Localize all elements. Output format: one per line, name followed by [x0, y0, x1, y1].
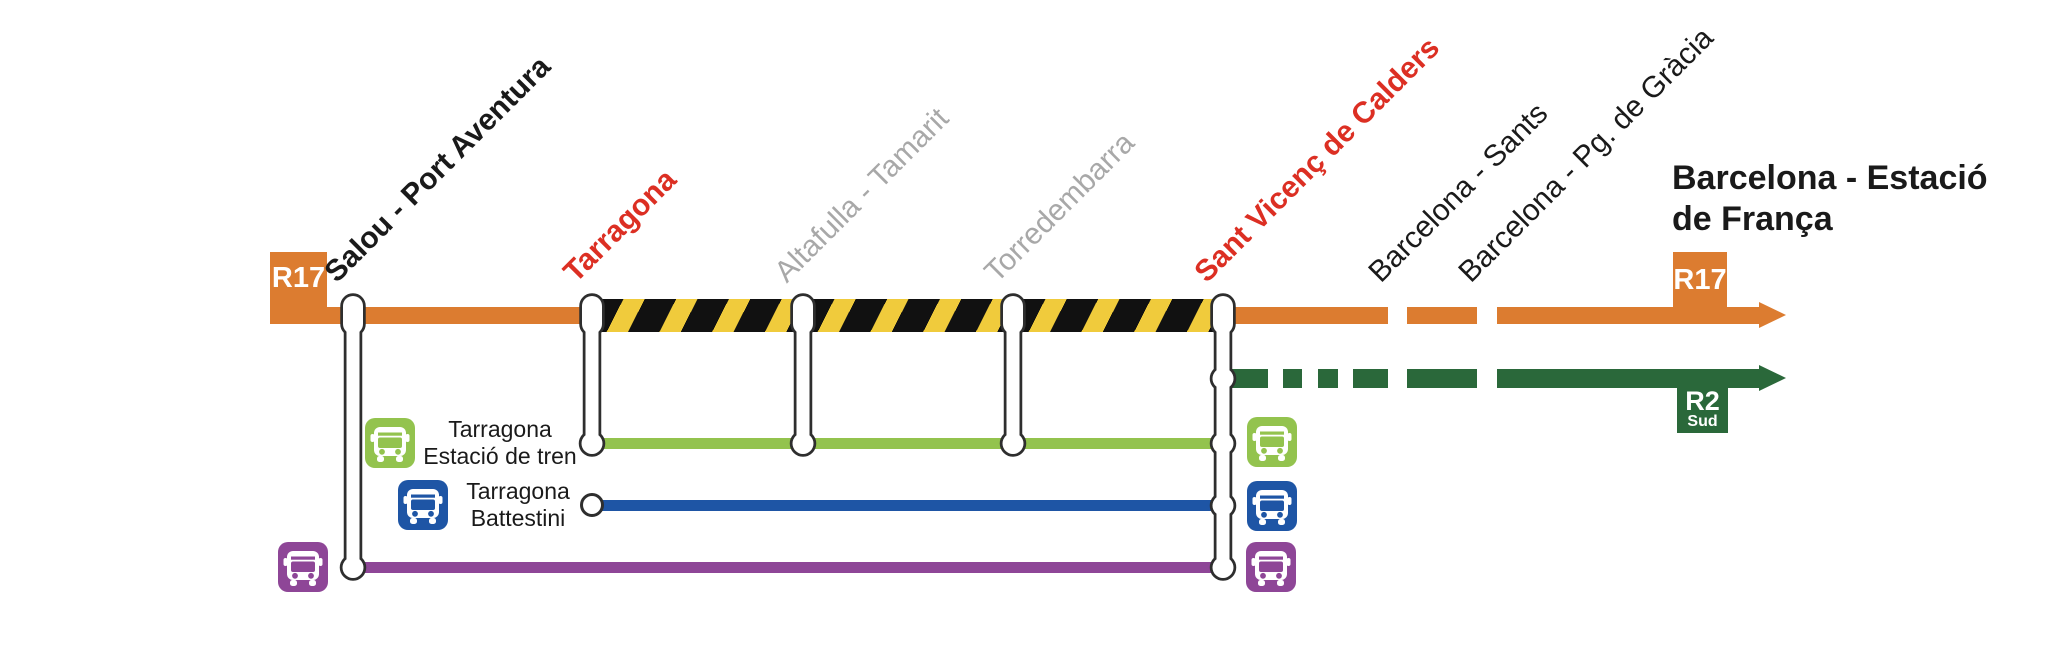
r2-line-segment: [1407, 369, 1477, 388]
r2-line-dash: [1283, 369, 1302, 388]
r17-badge-right: R17: [1673, 252, 1727, 308]
shuttle-label-battestini-line-2: Battestini: [470, 505, 566, 531]
r2-line-dash: [1353, 369, 1388, 388]
shuttle-label-estacio-line-2: Estació de tren: [423, 443, 577, 469]
r17-line-segment: [1407, 307, 1477, 324]
shuttle-label-estacio: Tarragona Estació de tren: [395, 416, 605, 470]
shuttle-line-estacio: [592, 438, 1223, 449]
r2-badge-label: R2: [1685, 386, 1720, 416]
r2-direction-arrow: [1759, 365, 1786, 391]
r17-direction-arrow: [1759, 302, 1786, 328]
bus-icon: [1246, 542, 1296, 592]
shuttle-label-battestini: Tarragona Battestini: [413, 478, 623, 532]
shuttle-label-battestini-line-1: Tarragona: [466, 478, 570, 504]
station-label-salou: Salou - Port Aventura: [318, 50, 558, 289]
station-marker-torredembarra: [995, 288, 1031, 468]
station-label-torredembarra: Torredembarra: [978, 126, 1141, 289]
r17-badge-left: R17: [270, 252, 327, 318]
bus-icon: [1247, 417, 1297, 467]
bus-icon: [1247, 481, 1297, 531]
r2-sud-badge: R2 Sud: [1677, 385, 1728, 433]
r2-badge-sub-label: Sud: [1687, 413, 1718, 430]
station-label-bcn-estacio-franca: Barcelona - Estació de França: [1672, 158, 1988, 240]
service-disruption-hazard-band: [592, 299, 1223, 332]
stop-marker-battestini-start: [580, 493, 604, 517]
shuttle-line-battestini: [592, 500, 1223, 511]
terminus-line-1: Barcelona - Estació: [1672, 159, 1988, 197]
r2-line-dash: [1318, 369, 1338, 388]
station-label-altafulla: Altafulla - Tamarit: [768, 101, 956, 289]
station-marker-sant-vicenc: [1205, 288, 1241, 588]
r17-line-segment: [1497, 307, 1760, 324]
bus-icon: [278, 542, 328, 592]
station-marker-altafulla: [785, 288, 821, 468]
shuttle-line-salou: [353, 562, 1223, 573]
r2-line-segment: [1497, 369, 1760, 388]
station-label-tarragona: Tarragona: [557, 163, 683, 289]
terminus-line-2: de França: [1672, 200, 1833, 238]
shuttle-label-estacio-line-1: Tarragona: [448, 416, 552, 442]
